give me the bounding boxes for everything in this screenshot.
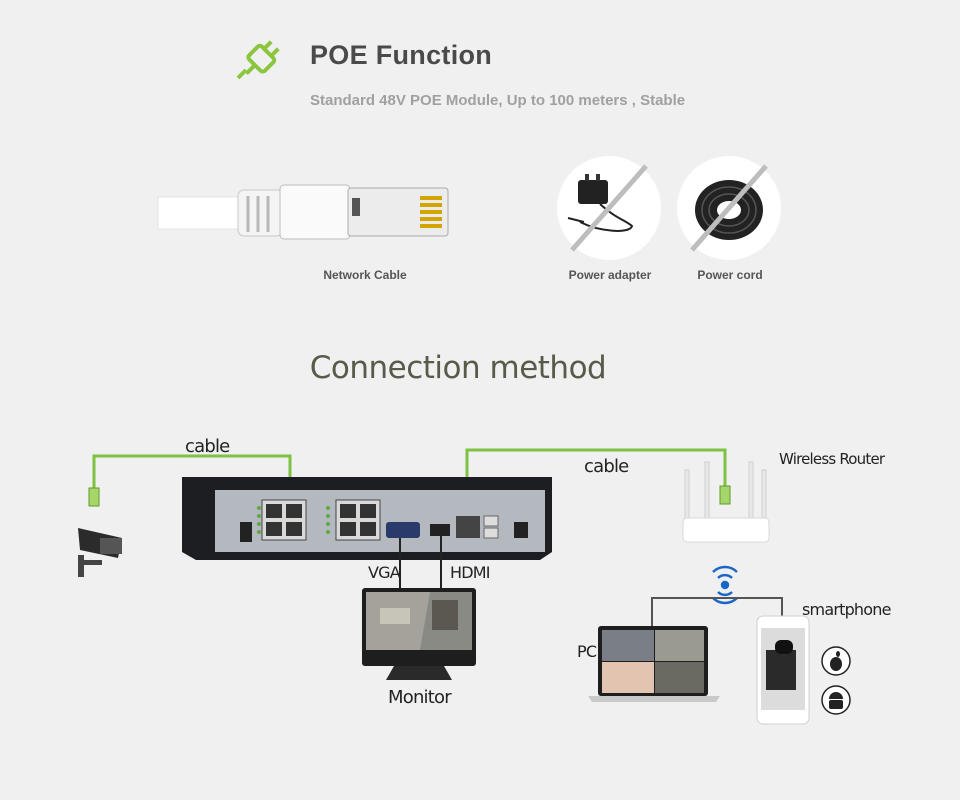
camera-icon — [78, 528, 122, 577]
cable-label-left: cable — [185, 436, 230, 457]
laptop-icon — [588, 626, 720, 702]
nvr-device — [182, 477, 552, 560]
router-icon — [682, 461, 770, 543]
cable-label-right: cable — [584, 456, 629, 477]
vga-label: VGA — [368, 563, 401, 582]
monitor-icon — [362, 588, 476, 680]
wireless-router-label: Wireless Router — [779, 450, 885, 468]
smartphone-label: smartphone — [802, 600, 891, 619]
poe-function-subtitle: Standard 48V POE Module, Up to 100 meter… — [310, 92, 686, 109]
smartphone-icon — [756, 615, 810, 725]
apple-icon — [821, 646, 851, 676]
plug-icon — [245, 40, 280, 75]
network-cable-icon — [157, 184, 449, 240]
pc-label: PC — [577, 642, 597, 661]
power-cord-icon — [677, 156, 781, 260]
wifi-branch-lines — [651, 597, 783, 628]
power-cord-caption: Power cord — [697, 268, 763, 282]
monitor-label: Monitor — [388, 687, 452, 708]
poe-function-title: POE Function — [310, 40, 493, 70]
network-cable-caption: Network Cable — [323, 268, 407, 282]
power-adapter-caption: Power adapter — [568, 268, 652, 282]
android-icon — [821, 685, 851, 715]
hdmi-label: HDMI — [450, 563, 490, 582]
connection-method-title: Connection method — [309, 350, 607, 386]
plug-wire — [236, 68, 248, 80]
power-adapter-icon — [557, 156, 661, 260]
wifi-icon — [712, 565, 738, 605]
video-leads — [399, 536, 442, 590]
